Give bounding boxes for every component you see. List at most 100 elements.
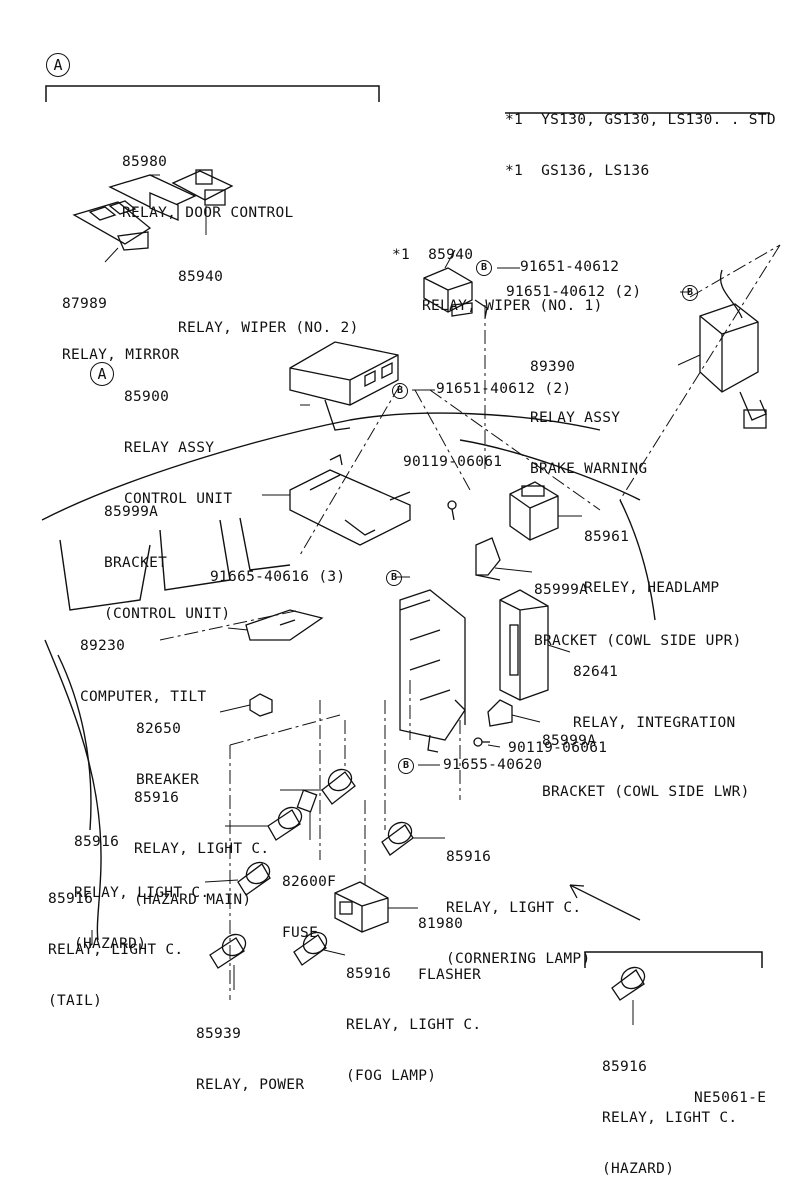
wiper-relay-no1-drawing bbox=[423, 267, 488, 319]
part-number: 85916 bbox=[134, 790, 180, 806]
label-91665: 91665-40616 (3) bbox=[210, 569, 346, 585]
part-name: RELAY, POWER bbox=[196, 1077, 305, 1093]
parts-diagram bbox=[41, 85, 781, 1025]
part-number: *1 85940 bbox=[392, 247, 474, 263]
label-91651-c: 91651-40612 (2) bbox=[436, 381, 572, 397]
marker-b: B bbox=[386, 570, 402, 586]
part-name-2: (HAZARD MAIN) bbox=[134, 892, 252, 908]
part-name-2: (TAIL) bbox=[48, 993, 103, 1009]
part-name: RELAY, WIPER (NO. 1) bbox=[422, 298, 603, 314]
label-90119-a: 90119-06061 bbox=[403, 454, 503, 470]
part-number: 85940 bbox=[178, 269, 224, 285]
part-number: 85939 bbox=[196, 1026, 242, 1042]
part-name-2: (CONTROL UNIT) bbox=[104, 606, 231, 622]
bracket-cowl-lwr-drawing bbox=[473, 699, 513, 747]
label-85940-no1: *1 85940 RELAY, WIPER (NO. 1) bbox=[392, 213, 603, 332]
light-relay-tail-drawing bbox=[237, 861, 271, 896]
part-number: 87989 bbox=[62, 296, 108, 312]
label-85916-hazard-main: 85916 RELAY, LIGHT C. (HAZARD MAIN) bbox=[134, 756, 269, 926]
label-89390: 89390 RELAY ASSY BRAKE WARNING bbox=[530, 325, 647, 495]
label-85916-tail: 85916 RELAY, LIGHT C. (TAIL) bbox=[48, 857, 183, 1027]
part-name-2: (HAZARD) bbox=[602, 1161, 675, 1177]
part-name-2: (FOG LAMP) bbox=[346, 1068, 437, 1084]
part-name: RELEY, HEADLAMP bbox=[584, 580, 720, 596]
label-82641: 82641 RELAY, INTEGRATION bbox=[573, 630, 736, 749]
label-87989: 87989 RELAY, MIRROR bbox=[62, 262, 179, 381]
marker-b: B bbox=[476, 260, 492, 276]
light-relay-hazard-2-drawing bbox=[611, 966, 646, 1001]
part-name: FUSE bbox=[282, 925, 319, 941]
part-number: 85916 bbox=[74, 834, 120, 850]
part-number: 89390 bbox=[530, 359, 576, 375]
part-name-1: RELAY ASSY bbox=[530, 410, 621, 426]
marker-b: B bbox=[392, 383, 408, 399]
tilt-computer-drawing bbox=[245, 609, 324, 641]
part-number: 85916 bbox=[602, 1059, 648, 1075]
part-number: 85916 bbox=[346, 966, 392, 982]
legend-line-2: *1 GS136, LS136 bbox=[505, 163, 650, 179]
part-name: RELAY, WIPER (NO. 2) bbox=[178, 320, 359, 336]
callout-marker-a-ref: A bbox=[90, 362, 114, 386]
label-85916-cornering: 85916 RELAY, LIGHT C. (CORNERING LAMP) bbox=[446, 815, 590, 985]
label-85999a-cowl-upr: 85999A BRACKET (COWL SIDE UPR) bbox=[534, 548, 742, 667]
label-85999a-control-unit: 85999A BRACKET (CONTROL UNIT) bbox=[104, 470, 230, 640]
part-name-2: CONTROL UNIT bbox=[124, 491, 233, 507]
light-relay-hazard-main-drawing bbox=[321, 768, 356, 805]
part-number: 85961 bbox=[584, 529, 630, 545]
bracket-control-unit-drawing bbox=[289, 454, 411, 546]
bracket-cowl-upr-drawing bbox=[475, 537, 501, 581]
junction-block-drawing bbox=[399, 589, 466, 753]
label-85940-no2: 85940 RELAY, WIPER (NO. 2) bbox=[178, 235, 359, 354]
part-number: 89230 bbox=[80, 638, 126, 654]
fuse-drawing bbox=[296, 789, 318, 813]
label-85961: 85961 RELEY, HEADLAMP bbox=[584, 495, 719, 614]
power-relay-drawing bbox=[209, 933, 247, 969]
part-name: RELAY, INTEGRATION bbox=[573, 715, 736, 731]
integration-relay-drawing bbox=[499, 589, 549, 701]
part-number: 82641 bbox=[573, 664, 619, 680]
part-number: 85900 bbox=[124, 389, 170, 405]
part-name-1: RELAY, LIGHT C. bbox=[134, 841, 270, 857]
light-relay-fog-drawing bbox=[293, 931, 328, 966]
marker-b: B bbox=[682, 285, 698, 301]
part-number: 81980 bbox=[418, 916, 464, 932]
label-85916-fog: 85916 RELAY, LIGHT C. (FOG LAMP) bbox=[346, 932, 481, 1102]
light-relay-hazard-drawing bbox=[267, 806, 303, 841]
light-relay-cornering-drawing bbox=[381, 821, 414, 856]
part-name-2: (CORNERING LAMP) bbox=[446, 951, 591, 967]
part-name-2: BRAKE WARNING bbox=[530, 461, 648, 477]
label-91651-a: 91651-40612 bbox=[520, 259, 620, 275]
mirror-relay-drawing bbox=[72, 200, 152, 251]
part-name-1: RELAY ASSY bbox=[124, 440, 215, 456]
part-number: 82650 bbox=[136, 721, 182, 737]
label-85916-hazard-2: 85916 RELAY, LIGHT C. (HAZARD) bbox=[602, 1025, 737, 1195]
label-91655: 91655-40620 bbox=[443, 757, 543, 773]
part-name-1: RELAY, LIGHT C. bbox=[602, 1110, 738, 1126]
label-89230: 89230 COMPUTER, TILT bbox=[80, 604, 206, 723]
part-name-1: RELAY, LIGHT C. bbox=[48, 942, 184, 958]
part-name: BRACKET (COWL SIDE LWR) bbox=[542, 784, 750, 800]
drawing-code: NE5061-E bbox=[694, 1090, 767, 1106]
part-name: BREAKER bbox=[136, 772, 200, 788]
dash-outline bbox=[41, 412, 656, 941]
legend-line-1: *1 YS130, GS130, LS130. . STD bbox=[505, 112, 776, 128]
brake-warning-relay-drawing bbox=[699, 269, 767, 429]
part-name-1: RELAY, LIGHT C. bbox=[346, 1017, 482, 1033]
label-85916-hazard: 85916 RELAY, LIGHT C. (HAZARD) bbox=[74, 800, 209, 970]
callout-marker-a: A bbox=[46, 53, 70, 77]
label-90119-b: 90119-06061 bbox=[508, 740, 608, 756]
label-91651-b: 91651-40612 (2) bbox=[506, 284, 642, 300]
label-85939: 85939 RELAY, POWER bbox=[196, 992, 304, 1111]
control-unit-drawing bbox=[289, 341, 399, 431]
part-name: BRACKET (COWL SIDE UPR) bbox=[534, 633, 742, 649]
part-number: 85999A bbox=[534, 582, 589, 598]
part-name-1: RELAY, LIGHT C. bbox=[446, 900, 582, 916]
label-85999a-cowl-lwr: 85999A BRACKET (COWL SIDE LWR) bbox=[542, 699, 750, 818]
part-number: 82600F bbox=[282, 874, 337, 890]
part-number: 85999A bbox=[104, 504, 159, 520]
part-name-2: (HAZARD) bbox=[74, 936, 147, 952]
part-name-1: RELAY, LIGHT C. bbox=[74, 885, 210, 901]
part-number: 85916 bbox=[48, 891, 94, 907]
part-number: 85999A bbox=[542, 733, 597, 749]
label-81980: 81980 FLASHER bbox=[418, 882, 481, 1001]
